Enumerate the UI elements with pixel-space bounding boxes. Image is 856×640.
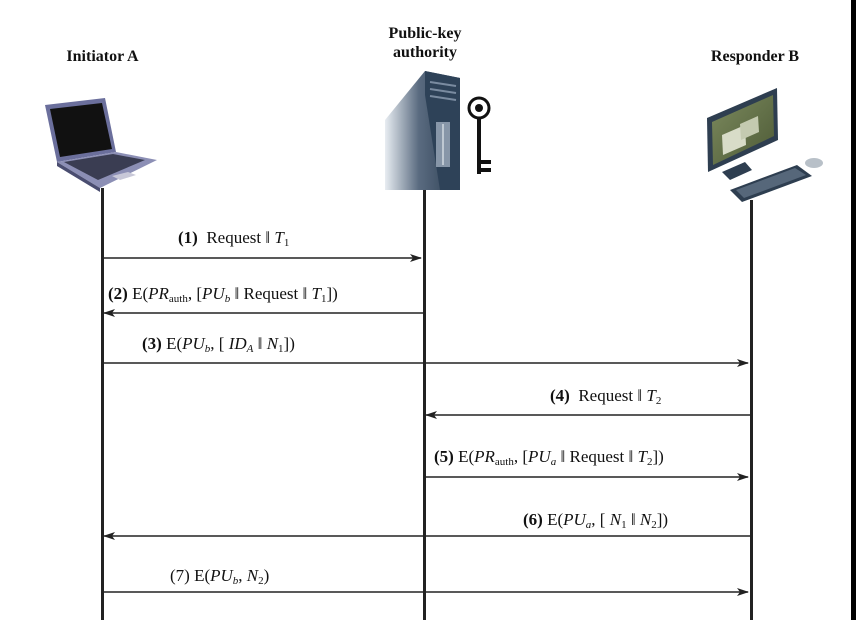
msg-text: , [238, 566, 247, 585]
msg-var: T [646, 386, 656, 405]
step-number: (7) [170, 566, 190, 585]
msg-var: ID [228, 334, 247, 353]
msg-text: , [ [591, 510, 610, 529]
msg-var: PU [528, 447, 551, 466]
msg-var: N [266, 334, 279, 353]
msg-sub: 1 [321, 293, 327, 305]
msg-var: N [609, 510, 622, 529]
msg-sub: b [224, 293, 231, 305]
msg-text: Request ‖ [206, 228, 275, 247]
msg-var: PU [210, 566, 233, 585]
msg-sub: auth [168, 293, 188, 305]
msg-text: E( [132, 284, 149, 303]
message-4-label: (4) Request ‖ T2 [550, 386, 662, 407]
msg-text: E( [194, 566, 211, 585]
lifeline-initiator-a [101, 188, 104, 620]
msg-text: , [ [210, 334, 229, 353]
msg-var: N [246, 566, 259, 585]
participant-label-initiator-a: Initiator A [66, 48, 139, 65]
msg-text: ]) [656, 510, 669, 529]
msg-var: PR [148, 284, 169, 303]
msg-sub: a [585, 519, 592, 531]
msg-sub: b [232, 575, 239, 587]
msg-var: PR [474, 447, 495, 466]
msg-sub: 2 [655, 395, 662, 407]
msg-sub: 1 [621, 519, 627, 531]
msg-sub: a [550, 456, 557, 468]
msg-sub: 2 [258, 575, 264, 587]
message-3-label: (3) E(PUb, [ IDA ‖ N1]) [142, 334, 295, 355]
step-number: (6) [523, 510, 543, 529]
msg-sub: 1 [278, 343, 284, 355]
msg-text: Request ‖ [578, 386, 647, 405]
msg-text: E( [458, 447, 475, 466]
msg-var: PU [182, 334, 205, 353]
server-icon [385, 71, 460, 190]
msg-sub: A [246, 343, 254, 355]
msg-text: ]) [652, 447, 664, 466]
msg-text: ‖ [253, 334, 267, 353]
msg-text: ‖ Request ‖ [556, 447, 638, 466]
message-6-label: (6) E(PUa, [ N1 ‖ N2]) [523, 510, 669, 531]
msg-text: , [ [187, 284, 203, 303]
msg-text: E( [547, 510, 564, 529]
msg-text: E( [166, 334, 183, 353]
lifeline-public-key-authority [423, 190, 426, 620]
msg-var: N [639, 510, 652, 529]
key-icon [467, 96, 491, 174]
msg-var: PU [563, 510, 586, 529]
laptop-icon [45, 98, 157, 192]
msg-var: T [274, 228, 284, 247]
msg-var: T [311, 284, 321, 303]
step-number: (4) [550, 386, 570, 405]
msg-text: ]) [283, 334, 295, 353]
msg-sub: b [204, 343, 211, 355]
message-2-label: (2) E(PRauth, [PUb ‖ Request ‖ T1]) [108, 284, 338, 305]
msg-text: , [ [513, 447, 529, 466]
participant-label-public-key-authority: Public-key authority [360, 24, 490, 62]
step-number: (3) [142, 334, 162, 353]
message-1-label: (1) Request ‖ T1 [178, 228, 290, 249]
msg-text: ]) [326, 284, 338, 303]
message-5-label: (5) E(PRauth, [PUa ‖ Request ‖ T2]) [434, 447, 664, 468]
participant-label-responder-b: Responder B [710, 48, 800, 65]
label-line-2: authority [393, 44, 457, 61]
msg-sub: auth [494, 456, 514, 468]
msg-var: PU [202, 284, 225, 303]
msg-sub: 2 [647, 456, 653, 468]
label-line-1: Public-key [388, 25, 462, 42]
msg-text: ‖ Request ‖ [230, 284, 312, 303]
lifeline-responder-b [750, 200, 753, 620]
msg-text: ‖ [626, 510, 640, 529]
msg-sub: 2 [651, 519, 657, 531]
msg-text: ) [263, 566, 270, 585]
msg-sub: 1 [283, 237, 290, 249]
msg-var: T [637, 447, 647, 466]
message-7-label: (7) E(PUb, N2) [170, 566, 270, 587]
desktop-computer-icon [707, 88, 823, 202]
step-number: (2) [108, 284, 128, 303]
frame-border [851, 0, 856, 620]
step-number: (5) [434, 447, 454, 466]
step-number: (1) [178, 228, 198, 247]
